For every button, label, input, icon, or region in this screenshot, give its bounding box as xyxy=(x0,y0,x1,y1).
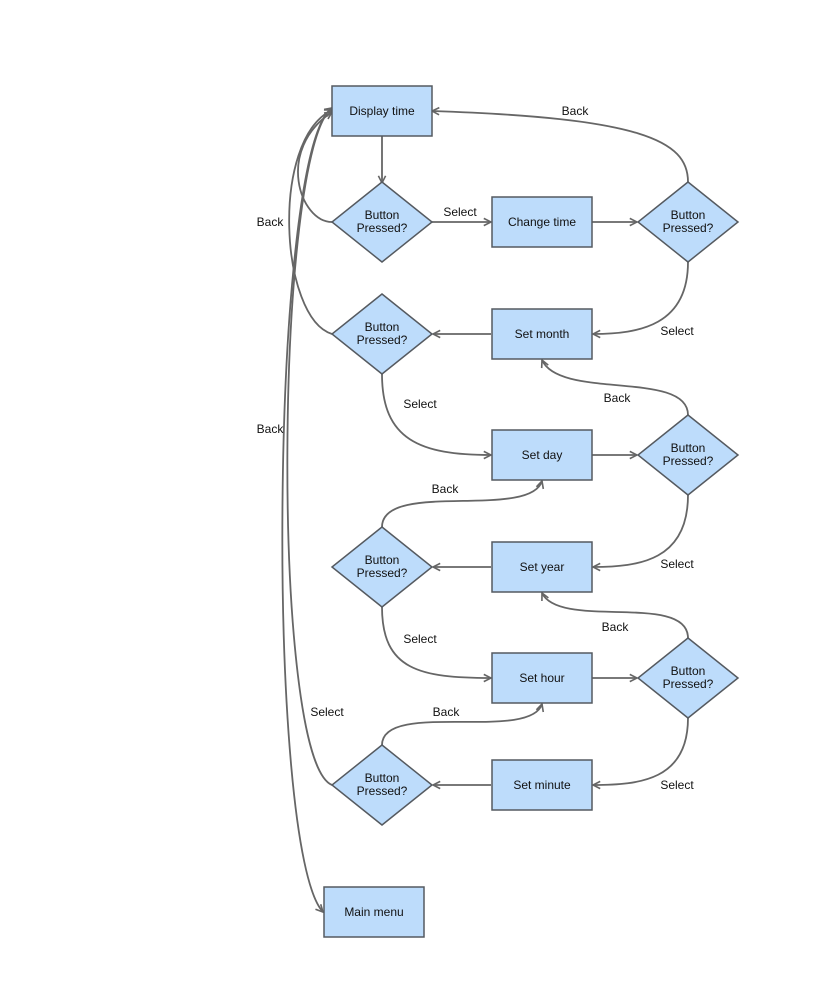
node-change-time: Change time xyxy=(491,196,593,248)
node-label: Set month xyxy=(515,327,570,341)
edge-label-d5-select: Select xyxy=(403,632,437,646)
edge-label-d6-select: Select xyxy=(660,778,694,792)
decision-label-line-2: Pressed? xyxy=(357,784,408,798)
edge-label-d4-select: Select xyxy=(660,557,694,571)
edge-decision-5-back-to-set-day xyxy=(381,481,542,528)
edges xyxy=(281,107,689,912)
node-label: Main menu xyxy=(344,905,403,919)
edge-decision-4-select-to-set-year xyxy=(593,494,689,567)
edge-label-d3-select: Select xyxy=(403,397,437,411)
node-label: Display time xyxy=(349,104,415,118)
decision-label-line-2: Pressed? xyxy=(663,454,714,468)
edge-decision-3-back-to-display xyxy=(288,110,332,335)
node-label: Set minute xyxy=(513,778,571,792)
edge-decision-2-select-to-set-month xyxy=(593,261,689,334)
decision-label-line-1: Button xyxy=(365,320,400,334)
decision-label-line-1: Button xyxy=(671,664,706,678)
edge-label-d1-back: Back xyxy=(257,215,285,229)
edge-label-d6-back: Back xyxy=(602,620,630,634)
decision-label-line-1: Button xyxy=(365,553,400,567)
decision-1: Button Pressed? xyxy=(330,181,434,263)
decision-label-line-1: Button xyxy=(671,208,706,222)
decision-label-line-1: Button xyxy=(671,441,706,455)
node-display-time: Display time xyxy=(331,85,433,137)
node-label: Change time xyxy=(508,215,576,229)
decision-2: Button Pressed? xyxy=(636,181,740,263)
node-main-menu: Main menu xyxy=(323,886,425,938)
edge-label-d2-back: Back xyxy=(562,104,590,118)
decision-4: Button Pressed? xyxy=(636,414,740,496)
node-set-minute: Set minute xyxy=(491,759,593,811)
node-label: Set hour xyxy=(519,671,564,685)
node-label: Set day xyxy=(522,448,563,462)
edge-label-d2-select: Select xyxy=(660,324,694,338)
decision-label-line-2: Pressed? xyxy=(663,221,714,235)
edge-display-back-to-main-menu xyxy=(281,107,333,912)
node-set-hour: Set hour xyxy=(491,652,593,704)
decision-7: Button Pressed? xyxy=(330,744,434,826)
edge-decision-6-select-to-set-minute xyxy=(593,717,689,785)
decision-6: Button Pressed? xyxy=(636,637,740,719)
node-set-month: Set month xyxy=(491,308,593,360)
edge-decision-3-select-to-set-day xyxy=(381,373,491,455)
edge-decision-4-back-to-set-month xyxy=(542,360,689,416)
edge-label-d7-back: Back xyxy=(433,705,461,719)
decision-label-line-1: Button xyxy=(365,208,400,222)
edge-decision-5-select-to-set-hour xyxy=(381,606,491,678)
edge-label-d7-select: Select xyxy=(310,705,344,719)
decision-label-line-2: Pressed? xyxy=(357,566,408,580)
decision-3: Button Pressed? xyxy=(330,293,434,375)
edge-label-d5-back: Back xyxy=(432,482,460,496)
node-set-day: Set day xyxy=(491,429,593,481)
edge-decision-7-back-to-set-hour xyxy=(381,704,542,746)
decision-label-line-2: Pressed? xyxy=(357,333,408,347)
node-set-year: Set year xyxy=(491,541,593,593)
decision-label-line-1: Button xyxy=(365,771,400,785)
edge-label-d3-back: Back xyxy=(257,422,285,436)
edge-decision-2-back-to-display xyxy=(432,111,689,183)
decision-5: Button Pressed? xyxy=(330,526,434,608)
edge-label-d4-back: Back xyxy=(604,391,632,405)
edge-labels: Back Select Back Select Select Back Back… xyxy=(257,104,695,792)
edge-label-d1-select: Select xyxy=(443,205,477,219)
decision-label-line-2: Pressed? xyxy=(663,677,714,691)
edge-decision-6-back-to-set-year xyxy=(542,593,689,639)
edge-decision-1-back-to-display xyxy=(297,112,332,223)
node-label: Set year xyxy=(520,560,565,574)
decision-label-line-2: Pressed? xyxy=(357,221,408,235)
